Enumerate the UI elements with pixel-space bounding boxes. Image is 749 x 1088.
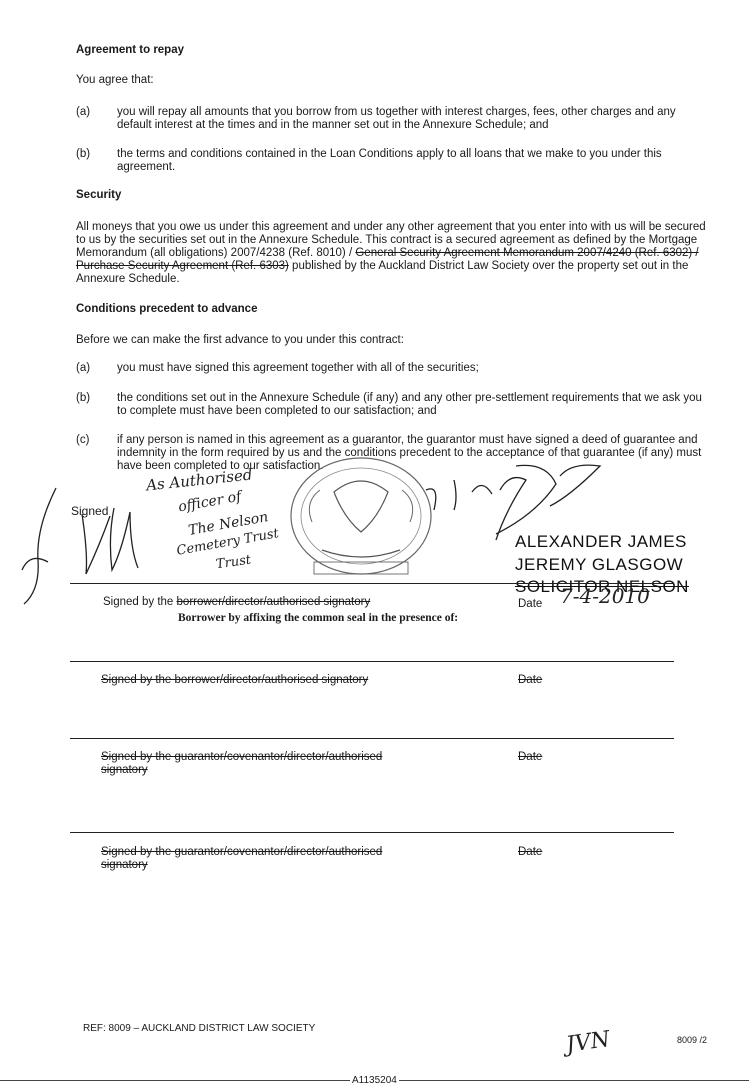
security-struck-text: General Security Agreement Memorandum 20…	[76, 247, 699, 272]
right-signature-image	[425, 464, 602, 541]
security-text-2: published by the Auckland District Law S…	[76, 260, 689, 285]
signed-label: Signed	[71, 504, 109, 518]
handwriting-officer: officer of	[177, 488, 243, 516]
agreement-item-a-text: you will repay all amounts that you borr…	[117, 106, 676, 131]
signed-by-borrower-label: Signed by the borrower/director/authoris…	[103, 596, 370, 609]
conditions-intro: Before we can make the first advance to …	[76, 334, 404, 346]
common-seal-text: Borrower by affixing the common seal in …	[178, 612, 459, 624]
left-signature-image	[21, 487, 139, 605]
conditions-item-a-text: you must have signed this agreement toge…	[117, 362, 479, 374]
agreement-intro: You agree that:	[76, 74, 154, 86]
date-label-4: Date	[518, 846, 543, 858]
date-label-2: Date	[518, 674, 543, 686]
conditions-item-c-label: (c)	[76, 434, 90, 446]
date-value-1: 7-4-2010	[560, 584, 650, 608]
agreement-item-a-label: (a)	[76, 106, 91, 118]
signed-by-borrower-label-2: Signed by the borrower/director/authoris…	[101, 674, 369, 686]
footer-ref: REF: 8009 – AUCKLAND DISTRICT LAW SOCIET…	[83, 1023, 316, 1034]
conditions-item-b-text: the conditions set out in the Annexure S…	[117, 392, 702, 417]
conditions-item-b-label: (b)	[76, 392, 91, 404]
conditions-item-a-label: (a)	[76, 362, 91, 374]
security-paragraph: All moneys that you owe us under this ag…	[76, 221, 712, 286]
footer-initials: JVN	[564, 1027, 612, 1058]
signature-line-1	[70, 583, 674, 584]
stamp-line-3: SOLICITOR NELSON	[515, 577, 689, 596]
signed-by-struck: borrower/director/authorised signatory	[176, 596, 371, 608]
common-seal-image	[290, 457, 432, 575]
stamp-line-1: ALEXANDER JAMES	[515, 532, 687, 551]
signed-by-guarantor-label-2: Signed by the guarantor/covenantor/direc…	[101, 846, 383, 871]
agreement-item-b-label: (b)	[76, 148, 91, 160]
signature-line-3	[70, 738, 674, 739]
footer-page-code: 8009 /2	[677, 1035, 708, 1045]
conditions-item-c-text: if any person is named in this agreement…	[117, 434, 702, 472]
agreement-item-b-text: the terms and conditions contained in th…	[117, 148, 662, 173]
conditions-heading: Conditions precedent to advance	[76, 303, 258, 315]
agreement-heading: Agreement to repay	[76, 44, 185, 56]
security-text-1: All moneys that you owe us under this ag…	[76, 221, 706, 259]
signature-line-2	[70, 661, 674, 662]
date-label-3: Date	[518, 751, 543, 763]
signed-by-prefix: Signed by the	[103, 596, 177, 608]
footer-doc-number: A1135204	[350, 1074, 399, 1087]
stamp-line-2: JEREMY GLASGOW	[515, 555, 684, 574]
signature-line-4	[70, 832, 674, 833]
security-heading: Security	[76, 189, 122, 201]
date-label-1: Date	[518, 598, 543, 610]
handwriting-trust: Trust	[215, 552, 253, 573]
signed-by-guarantor-label: Signed by the guarantor/covenantor/direc…	[101, 751, 383, 776]
